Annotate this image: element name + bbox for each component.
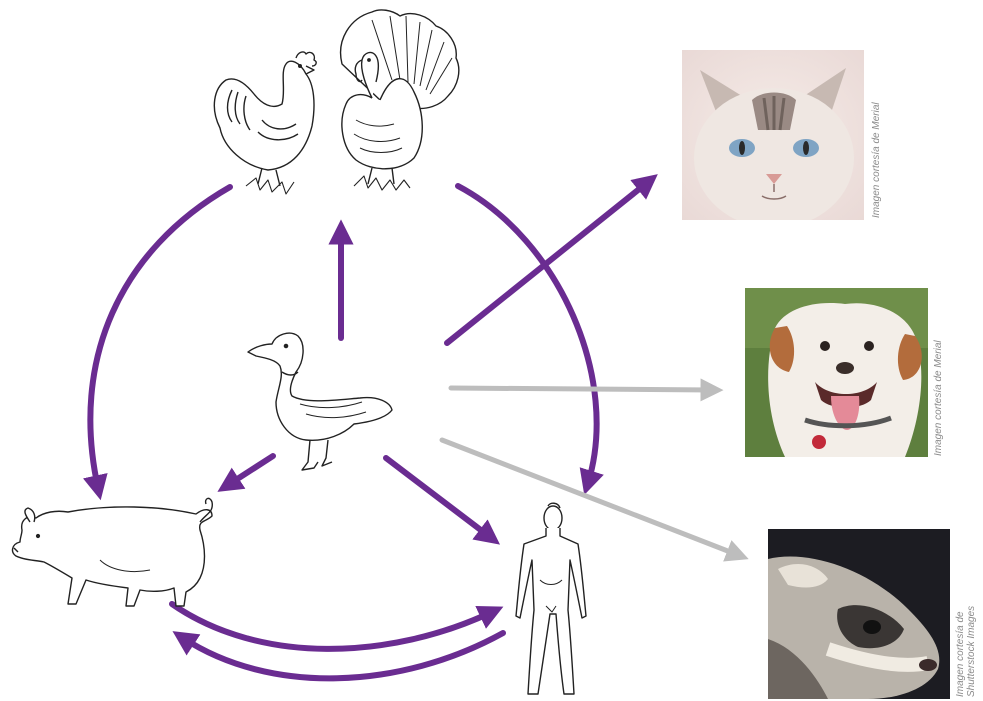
cat-photo (682, 50, 864, 220)
ferret-photo (768, 529, 950, 699)
arrow-human-to-pig (172, 630, 506, 682)
ferret-credit-line-1: Imagen cortesía de (955, 611, 966, 697)
turkey-icon (340, 9, 460, 191)
duck-icon (247, 332, 393, 471)
arrow-duck-to-ferret (439, 437, 749, 562)
ferret-photo-credit: Imagen cortesía de Shutterstock Images (955, 606, 977, 697)
arrow-pig-to-human (169, 601, 504, 652)
chicken-icon (213, 51, 317, 195)
cat-photo-credit: Imagen cortesía de Merial (871, 102, 882, 218)
human-icon (515, 502, 587, 695)
arrow-duck-to-dog (448, 378, 724, 402)
arrow-duck-to-cat (444, 174, 658, 346)
arrow-duck-to-human (383, 455, 501, 545)
ferret-credit-line-2: Shutterstock Images (966, 605, 977, 697)
dog-photo-credit: Imagen cortesía de Merial (933, 340, 944, 456)
arrow-poultry-to-human (455, 183, 604, 496)
arrow-poultry-to-pig (83, 184, 233, 501)
arrow-duck-to-pig (217, 453, 276, 492)
pig-icon (11, 497, 214, 607)
dog-photo (745, 288, 928, 457)
